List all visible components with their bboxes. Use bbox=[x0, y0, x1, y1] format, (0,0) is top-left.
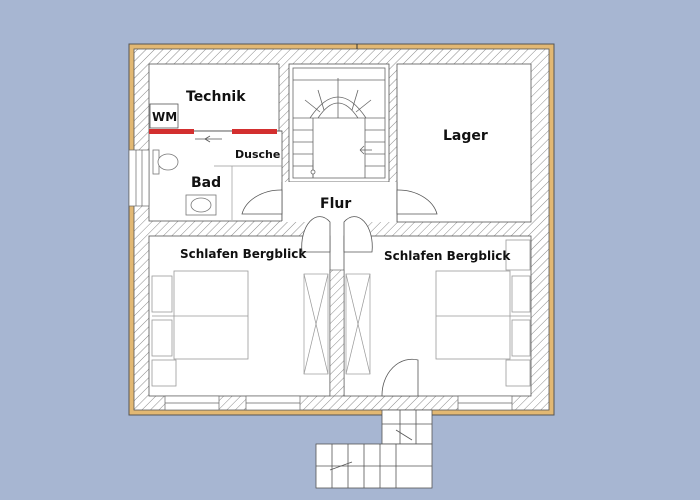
toilet-icon bbox=[152, 149, 179, 175]
sink-icon bbox=[185, 194, 217, 216]
door-swings bbox=[241, 189, 438, 397]
label-flur: Flur bbox=[320, 196, 351, 212]
label-dusche: Dusche bbox=[235, 148, 280, 161]
label-lager: Lager bbox=[443, 128, 488, 144]
shower-area bbox=[214, 165, 282, 220]
exterior-staircase bbox=[315, 409, 433, 489]
label-schlafen-left: Schlafen Bergblick bbox=[180, 247, 307, 261]
room-flur bbox=[281, 182, 398, 272]
wardrobe-left bbox=[303, 273, 329, 375]
interior-staircase bbox=[292, 67, 386, 179]
window-bad bbox=[128, 149, 150, 207]
hallway-strip bbox=[329, 269, 345, 397]
label-wm: WM bbox=[152, 110, 177, 124]
windows-bottom bbox=[164, 395, 513, 411]
bed-right bbox=[435, 239, 531, 387]
label-bad: Bad bbox=[191, 175, 221, 191]
label-technik: Technik bbox=[186, 89, 246, 105]
wardrobe-right bbox=[345, 273, 371, 375]
room-stairwell bbox=[288, 63, 390, 183]
technik-partition bbox=[149, 129, 282, 143]
label-schlafen-right: Schlafen Bergblick bbox=[384, 249, 511, 263]
bed-left bbox=[151, 270, 249, 387]
washing-machine-icon bbox=[149, 103, 179, 129]
